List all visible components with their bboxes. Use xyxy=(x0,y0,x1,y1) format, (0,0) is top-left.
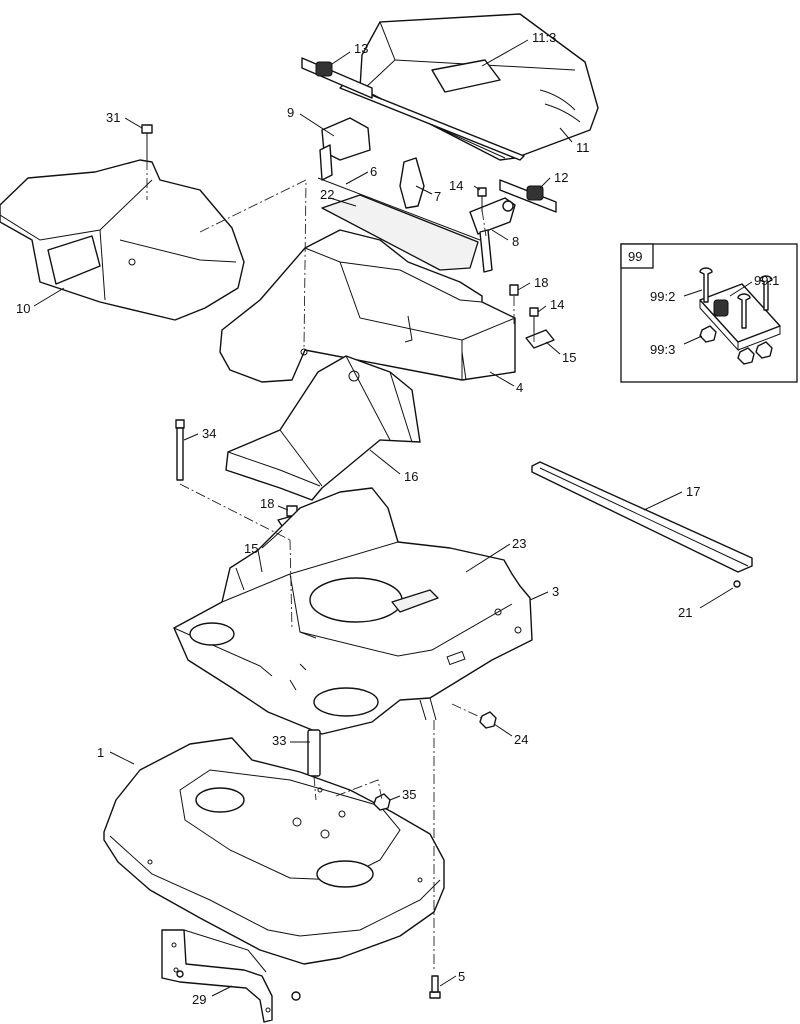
callout-29: 29 xyxy=(192,992,206,1007)
callout-24: 24 xyxy=(514,732,528,747)
callout-7: 7 xyxy=(434,189,441,204)
callout-16: 16 xyxy=(404,469,418,484)
part-31-bolt xyxy=(141,124,153,160)
part-29-bracket xyxy=(161,929,273,1023)
part-13-spring xyxy=(301,57,373,99)
kit-99-box xyxy=(620,243,798,383)
part-17-channel xyxy=(531,461,753,573)
callout-11-3: 11:3 xyxy=(532,30,556,45)
part-22-decal xyxy=(321,194,479,271)
part-24-nut xyxy=(479,711,497,729)
part-21-screw xyxy=(733,580,741,588)
callout-22: 22 xyxy=(320,187,334,202)
callout-15-upper: 15 xyxy=(562,350,576,365)
callout-11: 11 xyxy=(576,140,590,155)
part-8-latch-bracket xyxy=(469,197,516,273)
part-6-rod xyxy=(317,177,481,241)
part-35-nut xyxy=(373,793,391,811)
callout-10: 10 xyxy=(16,301,30,316)
callout-labels: 13 11:3 11 12 9 6 7 22 14 8 31 10 18 14 … xyxy=(16,30,779,1007)
callout-5: 5 xyxy=(458,969,465,984)
callout-4: 4 xyxy=(516,380,523,395)
callout-33: 33 xyxy=(272,733,286,748)
callout-12: 12 xyxy=(554,170,568,185)
part-12-spring xyxy=(499,179,557,213)
callout-14-lower: 14 xyxy=(550,297,564,312)
part-14-bolt-upper xyxy=(477,187,487,212)
callout-99-2: 99:2 xyxy=(650,289,675,304)
part-4-console xyxy=(219,229,516,383)
callout-8: 8 xyxy=(512,234,519,249)
centerlines xyxy=(146,160,535,972)
callout-31: 31 xyxy=(106,110,120,125)
part-9-hinge-bracket xyxy=(319,117,371,181)
callout-1: 1 xyxy=(97,745,104,760)
callout-21: 21 xyxy=(678,605,692,620)
part-10-left-shroud xyxy=(0,159,245,321)
part-16-tunnel-bracket xyxy=(225,355,421,501)
part-18-nut-upper xyxy=(509,284,519,296)
part-34-long-bolt xyxy=(175,419,185,481)
part-29-bolt xyxy=(176,970,301,1001)
part-15-clip-upper xyxy=(525,329,555,349)
callout-6: 6 xyxy=(370,164,377,179)
part-1-deck-cover xyxy=(103,737,445,965)
callout-18-upper: 18 xyxy=(534,275,548,290)
callout-34: 34 xyxy=(202,426,216,441)
callout-9: 9 xyxy=(287,105,294,120)
callout-13: 13 xyxy=(354,41,368,56)
part-7-strap xyxy=(399,157,425,209)
callout-17: 17 xyxy=(686,484,700,499)
callout-14-upper: 14 xyxy=(449,178,463,193)
callout-99-1: 99:1 xyxy=(754,273,779,288)
leader-lines xyxy=(33,39,734,997)
callout-99-3: 99:3 xyxy=(650,342,675,357)
callout-23: 23 xyxy=(512,536,526,551)
part-14-bolt-lower xyxy=(529,307,539,332)
part-3-main-frame xyxy=(173,487,533,735)
callout-3: 3 xyxy=(552,584,559,599)
part-5-bolt xyxy=(429,975,441,999)
callout-18-lower: 18 xyxy=(260,496,274,511)
kit-99-number: 99 xyxy=(628,249,642,264)
callout-35: 35 xyxy=(402,787,416,802)
part-33-spacer xyxy=(307,729,321,777)
callout-15-lower: 15 xyxy=(244,541,258,556)
